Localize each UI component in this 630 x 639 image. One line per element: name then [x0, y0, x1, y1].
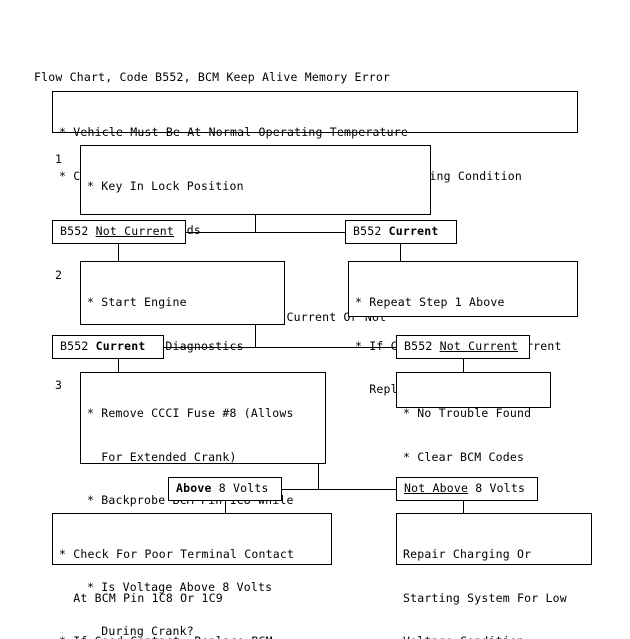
- connector-step2-down: [255, 325, 256, 347]
- branch-3-left-emphasis: Above: [176, 481, 212, 495]
- step-1-line-1: * Key In Lock Position: [87, 179, 244, 193]
- branch-2-left-prefix: B552: [60, 339, 96, 353]
- connector-branch2-left-down: [118, 359, 119, 373]
- step-3-line-1: * Remove CCCI Fuse #8 (Allows: [87, 406, 294, 420]
- step-2-number: 2: [55, 268, 62, 282]
- outcome-left-box: * Check For Poor Terminal Contact At BCM…: [52, 513, 332, 639]
- prereq-line-1: * Vehicle Must Be At Normal Operating Te…: [59, 125, 409, 139]
- connector-branch1-right-down: [400, 244, 401, 262]
- branch-1-right-prefix: B552: [353, 224, 389, 238]
- branch-3-right-label: Not Above 8 Volts: [396, 477, 538, 501]
- outcome-right-line-1: Repair Charging Or: [403, 547, 532, 561]
- branch-1-right-label: B552 Current: [345, 220, 457, 244]
- step-2-line-1: * Start Engine: [87, 295, 187, 309]
- connector-branch2-rail: [135, 347, 400, 348]
- outcome-right-line-3: Voltage Condition: [403, 634, 586, 639]
- outcome-left-line-2: At BCM Pin 1C8 Or 1C9: [59, 590, 223, 605]
- connector-branch3-rail: [280, 489, 400, 490]
- step-3-right-box: * No Trouble Found * Clear BCM Codes: [396, 372, 551, 464]
- outcome-left-line-1: * Check For Poor Terminal Contact: [59, 547, 295, 561]
- connector-branch3-right-down: [463, 501, 464, 513]
- step-3-right-line-2: * Clear BCM Codes: [403, 449, 525, 464]
- step-1-number: 1: [55, 152, 62, 166]
- connector-branch2-right-down: [463, 359, 464, 373]
- connector-step3-down: [318, 464, 319, 489]
- branch-3-right-emphasis: Not Above: [404, 481, 469, 495]
- branch-1-right-emphasis: Current: [388, 224, 439, 238]
- branch-1-left-label: B552 Not Current: [52, 220, 186, 244]
- connector-branch3-left-down: [225, 501, 226, 513]
- branch-2-right-label: B552 Not Current: [396, 335, 530, 359]
- step-1-box: * Key In Lock Position * Wait 5 Seconds …: [80, 145, 431, 324]
- branch-2-left-emphasis: Current: [95, 339, 146, 353]
- step-3-line-5: * Is Voltage Above 8 Volts: [87, 580, 273, 594]
- connector-branch1-rail: [135, 232, 403, 233]
- branch-3-left-label: Above 8 Volts: [168, 477, 282, 501]
- branch-1-left-emphasis: Not Current: [95, 224, 174, 238]
- outcome-right-box: Repair Charging Or Starting System For L…: [396, 513, 592, 639]
- prerequisite-box: * Vehicle Must Be At Normal Operating Te…: [52, 91, 578, 183]
- step-3-line-2: For Extended Crank): [87, 449, 237, 464]
- branch-2-left-label: B552 Current: [52, 335, 164, 359]
- step-2-right-box: * Repeat Step 1 Above * If Code B552 Res…: [348, 261, 578, 396]
- step-3-right-line-1: * No Trouble Found: [403, 406, 532, 420]
- page-title: Flow Chart, Code B552, BCM Keep Alive Me…: [34, 70, 391, 84]
- branch-1-left-prefix: B552: [60, 224, 96, 238]
- step-2-right-line-1: * Repeat Step 1 Above: [355, 295, 505, 309]
- outcome-right-line-2: Starting System For Low: [403, 590, 567, 605]
- connector-branch1-left-down: [118, 244, 119, 262]
- step-3-number: 3: [55, 378, 62, 392]
- branch-2-right-emphasis: Not Current: [439, 339, 518, 353]
- branch-2-right-prefix: B552: [404, 339, 440, 353]
- step-3-line-6: During Crank?: [87, 623, 194, 638]
- branch-3-right-suffix: 8 Volts: [468, 481, 526, 495]
- step-3-box: * Remove CCCI Fuse #8 (Allows For Extend…: [80, 372, 326, 638]
- branch-3-left-suffix: 8 Volts: [211, 481, 269, 495]
- outcome-left-line-3: * If Good Contact, Replace BCM: [59, 634, 326, 639]
- connector-step1-down: [255, 215, 256, 232]
- step-2-box: * Start Engine * Re-Enter Diagnostics * …: [80, 261, 285, 440]
